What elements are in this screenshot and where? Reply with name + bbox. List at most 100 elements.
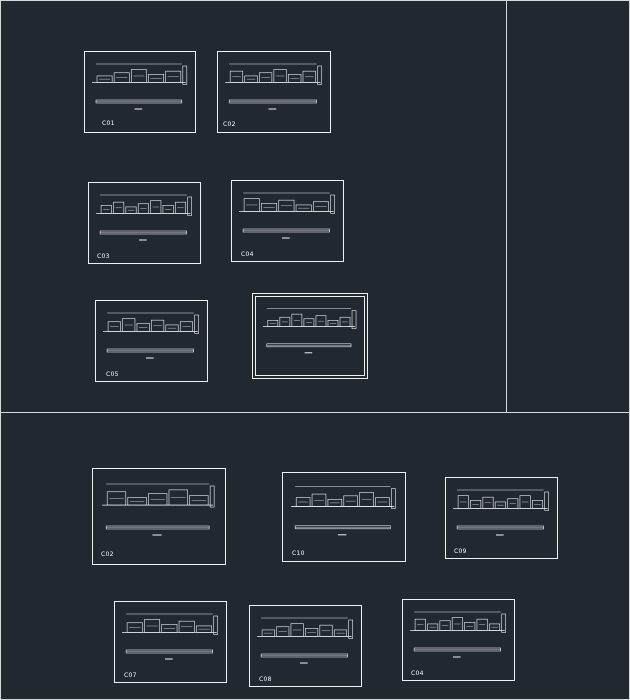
- facade-block: [295, 497, 311, 507]
- facade-block: [305, 628, 319, 637]
- facade-block: [295, 204, 312, 212]
- drawing-sheet-c04-lower[interactable]: C04: [402, 599, 515, 681]
- facade-block: [291, 313, 303, 327]
- facade-block: [243, 198, 260, 212]
- sheet-label: C07: [124, 672, 137, 679]
- drawing-sheet-c08[interactable]: C08: [249, 605, 362, 687]
- facade-block: [126, 622, 143, 633]
- side-column: [348, 619, 353, 639]
- elevation-drawing: [102, 483, 215, 536]
- side-column: [187, 196, 192, 216]
- drawing-sheet-c04[interactable]: C04: [231, 180, 344, 262]
- facade-block: [189, 495, 209, 506]
- facade-block: [489, 623, 500, 631]
- elevation-drawing: [453, 489, 549, 536]
- facade-block: [290, 623, 304, 637]
- facade-block: [343, 495, 358, 507]
- elevation-drawing: [410, 611, 506, 658]
- facade-block: [175, 201, 186, 214]
- facade-block: [476, 618, 488, 631]
- facade-block: [168, 489, 188, 506]
- facade-block: [470, 500, 482, 509]
- facade-block: [315, 315, 327, 327]
- facade-block: [464, 622, 476, 631]
- facade-block: [532, 500, 543, 509]
- facade-block: [161, 624, 178, 633]
- elevation-drawing: [239, 192, 335, 239]
- facade-block: [131, 69, 147, 83]
- facade-block: [261, 629, 275, 637]
- facade-block: [136, 323, 150, 332]
- drawing-sheet-selected[interactable]: [252, 293, 368, 379]
- facade-block: [519, 495, 531, 509]
- drawing-sheet-c02[interactable]: C02: [217, 51, 331, 133]
- side-column: [213, 615, 218, 635]
- plan-strip: [106, 348, 194, 353]
- facade-block: [261, 203, 278, 212]
- facade-block: [106, 491, 127, 506]
- facade-block: [162, 205, 174, 214]
- elevation-drawing: [291, 486, 396, 536]
- facade-block: [144, 619, 161, 633]
- sheet-label: C02: [101, 551, 114, 558]
- facade-block: [302, 70, 316, 83]
- facade-block: [439, 620, 451, 631]
- sheet-label: C10: [292, 550, 305, 557]
- facade-block: [319, 624, 333, 637]
- plan-strip: [266, 343, 352, 348]
- drawing-sheet-c07[interactable]: C07: [114, 601, 227, 683]
- facade-block: [327, 499, 343, 507]
- facade-block: [125, 206, 137, 214]
- elevation-drawing: [122, 613, 218, 660]
- sheet-label: C03: [97, 253, 110, 260]
- drawing-sheet-c09[interactable]: C09: [445, 477, 558, 559]
- facade-block: [137, 203, 149, 214]
- facade-block: [288, 74, 302, 83]
- elevation-drawing: [225, 63, 322, 110]
- elevation-drawing: [262, 308, 357, 354]
- facade-block: [507, 498, 519, 509]
- facade-block: [278, 199, 295, 212]
- facade-block: [427, 623, 439, 631]
- facade-block: [96, 75, 113, 83]
- sheet-label: C04: [241, 251, 254, 258]
- facade-block: [279, 316, 291, 327]
- facade-block: [148, 74, 164, 83]
- elevation-drawing: [103, 312, 199, 359]
- drawing-sheet-c03[interactable]: C03: [88, 182, 201, 264]
- side-column: [317, 65, 322, 85]
- sheet-label: C01: [102, 120, 115, 127]
- side-column: [194, 314, 199, 334]
- side-column: [330, 194, 335, 214]
- facade-block: [244, 75, 258, 83]
- upper-right-viewport[interactable]: [506, 0, 630, 413]
- facade-block: [148, 493, 168, 506]
- facade-block: [196, 625, 212, 633]
- drawing-sheet-c01[interactable]: C01: [84, 51, 196, 133]
- facade-block: [339, 316, 351, 327]
- facade-block: [113, 201, 125, 214]
- drawing-sheet-c02-lower[interactable]: C02: [92, 468, 226, 565]
- facade-block: [122, 318, 136, 332]
- drawing-sheet-c10[interactable]: C10: [282, 472, 406, 562]
- facade-block: [273, 69, 287, 83]
- facade-block: [482, 496, 494, 509]
- side-column: [351, 310, 357, 329]
- facade-block: [151, 319, 165, 332]
- plan-strip: [99, 230, 187, 235]
- facade-block: [414, 618, 426, 631]
- side-column: [391, 488, 396, 509]
- drawing-sheet-c05[interactable]: C05: [95, 300, 208, 382]
- sheet-label: C08: [259, 676, 272, 683]
- facade-block: [229, 70, 244, 83]
- elevation-drawing: [96, 194, 192, 241]
- facade-block: [359, 492, 374, 507]
- side-column: [544, 491, 549, 511]
- facade-block: [333, 629, 347, 637]
- facade-block: [375, 497, 390, 507]
- facade-block: [165, 70, 182, 83]
- facade-block: [150, 200, 162, 214]
- facade-block: [327, 320, 339, 327]
- facade-block: [107, 321, 121, 332]
- plan-strip: [125, 649, 213, 654]
